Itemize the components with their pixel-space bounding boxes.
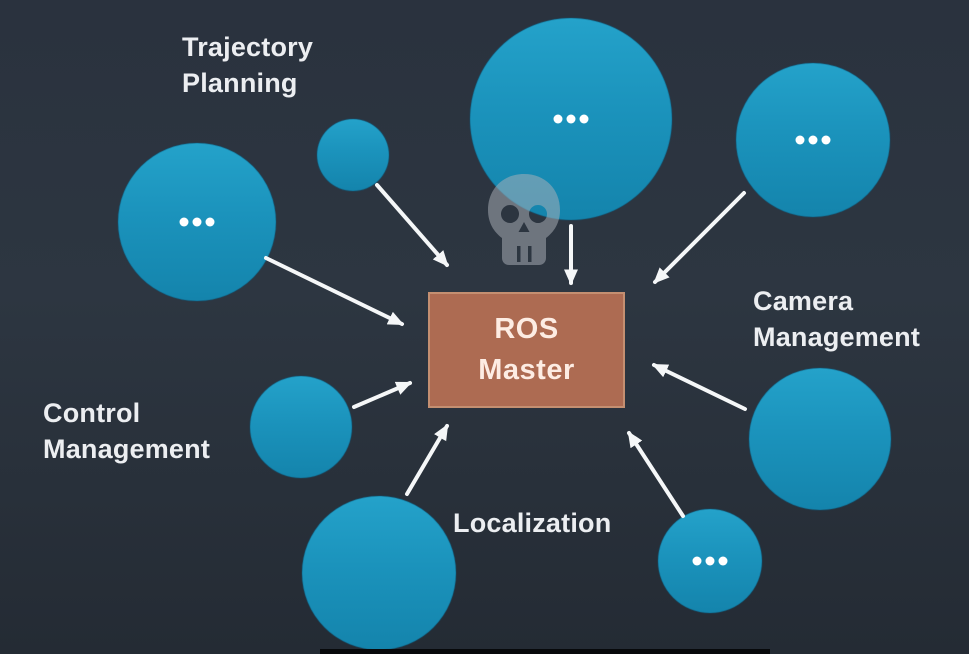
nodes-layer [117,17,892,651]
label-localization: Localization [453,508,612,538]
skull-layer [488,174,560,265]
arrows-layer [264,183,747,518]
arrow-from-camera-mgmt [651,363,747,411]
ellipsis-icon [553,114,589,124]
node-circle-control-mgmt [249,375,353,479]
arrow-from-trajectory-small [375,183,449,267]
arrow-from-bottom-large [405,423,449,496]
skull-icon [488,174,560,265]
arrow-from-trajectory-large [264,256,405,326]
node-circle-camera-mgmt [748,367,892,511]
label-control-management: Control Management [43,398,211,464]
node-circle-trajectory-small [316,118,390,192]
ellipsis-icon [795,135,831,145]
node-circle-bottom-large [301,495,457,651]
label-camera-management: Camera Management [753,286,921,352]
ros-master-line1: ROS [494,313,559,345]
ros-master-box: ROS Master [428,292,625,408]
ros-master-line2: Master [478,354,575,386]
bottom-edge-bar [320,649,770,654]
arrow-from-top-right [653,191,746,284]
arrow-from-control-mgmt [352,381,413,409]
ellipsis-icon [692,556,728,566]
label-trajectory-planning: Trajectory Planning [182,32,314,98]
ellipsis-icon [179,217,215,227]
arrow-from-bottom-right-small [627,430,685,518]
